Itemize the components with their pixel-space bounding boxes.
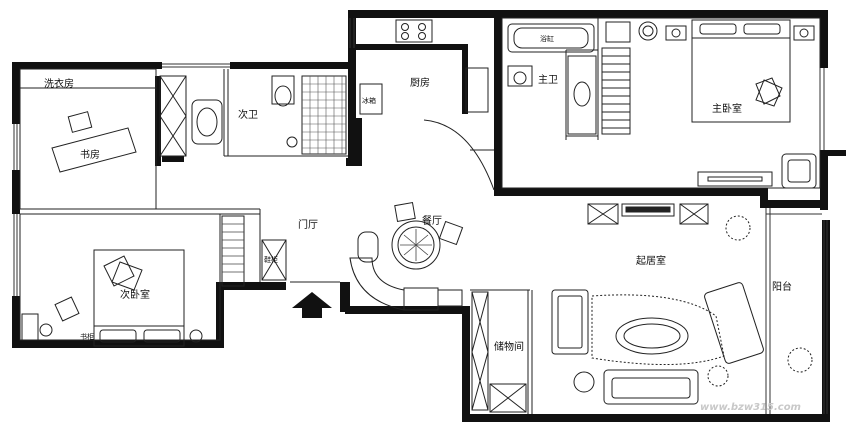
watermark: www.bzw315.com [700,402,801,413]
dining-set [349,201,464,311]
label-storage: 储物间 [494,340,524,353]
label-laundry-room: 洗衣房 [44,77,74,90]
living-cabinets [587,203,709,225]
storage-shelves [471,291,527,413]
label-bookshelf: 书柜 [80,332,94,341]
interior-lines [19,17,821,414]
study-desk [51,111,137,173]
label-fridge: 冰箱 [362,96,376,105]
second-bed [21,249,203,347]
label-second-bedroom: 次卧室 [120,288,150,301]
label-second-bath: 次卫 [238,108,258,121]
label-balcony: 阳台 [772,280,792,293]
second-bath-fixtures [271,75,347,155]
living-furniture [551,215,813,405]
label-master-bath: 主卫 [538,74,558,86]
label-master-bedroom: 主卧室 [712,102,742,115]
laundry-cabinet [159,75,223,157]
label-foyer: 门厅 [298,218,318,231]
label-study-room: 书房 [80,148,100,161]
label-shoe-cabinet: 鞋柜 [264,255,278,264]
kitchen-fixtures [359,19,495,191]
shoe-cabinet [221,215,287,287]
label-dining: 餐厅 [422,214,442,227]
windows [13,18,828,414]
master-bath-fixtures [507,21,658,135]
label-living-room: 起居室 [636,254,666,267]
label-kitchen: 厨房 [410,76,430,89]
wardrobe [601,47,631,135]
label-bathtub: 浴缸 [540,34,554,43]
entry-arrow-icon [292,292,332,318]
balcony-area [765,208,822,414]
master-bed [665,19,817,189]
